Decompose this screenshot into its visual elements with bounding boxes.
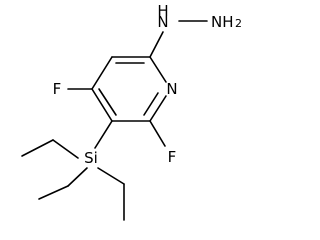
bond-si-ethyl-middle-1 (67, 167, 88, 187)
bond-c6-n1 (149, 95, 167, 122)
chemical-structure: H N NH 2 N F F Si (21, 2, 242, 221)
bond-double-c4-c5-inner (98, 88, 117, 116)
amino-nh-label: NH (211, 13, 234, 31)
hydrazine-n-label: N (157, 13, 168, 31)
bond-c3-c4 (91, 56, 113, 90)
hydrazine-h-label: H (157, 2, 168, 20)
amino-subscript-label: 2 (235, 17, 242, 30)
silicon-label: Si (84, 149, 98, 167)
bond-si-ethyl-right-1 (97, 167, 125, 185)
ring-nitrogen-label: N (166, 80, 177, 98)
bond-c2-nh (149, 31, 164, 58)
bond-c4-c5 (91, 88, 113, 122)
fluorine-left-label: F (53, 80, 62, 98)
bond-n1-c2 (149, 56, 167, 83)
bond-si-ethyl-middle-2 (38, 185, 69, 200)
fluorine-bottom-label: F (168, 148, 177, 166)
bond-si-ethyl-left-2 (21, 139, 54, 157)
bond-si-ethyl-left-1 (52, 139, 79, 159)
bond-c6-f (149, 120, 166, 147)
bond-double-c6-n1-inner (143, 92, 159, 116)
bond-c5-si (94, 120, 113, 149)
